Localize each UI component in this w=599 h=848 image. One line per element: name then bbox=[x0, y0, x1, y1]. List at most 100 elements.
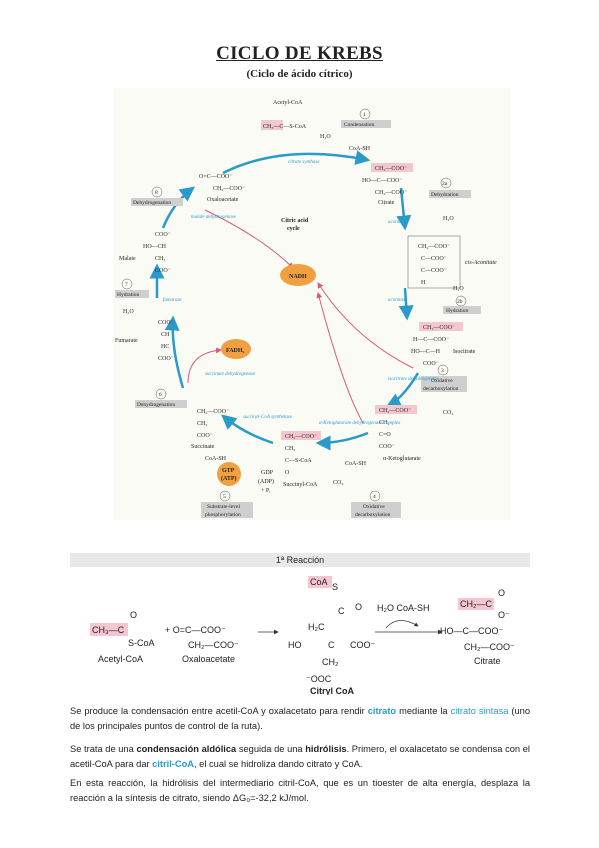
fumarate-label: Fumarate bbox=[115, 338, 138, 344]
center-label-2: cycle bbox=[287, 226, 300, 232]
svg-text:CH₂—COO⁻: CH₂—COO⁻ bbox=[285, 434, 317, 440]
step-2a-number: 2a bbox=[442, 181, 448, 187]
nadh-label: NADH bbox=[289, 274, 307, 280]
adp-label: (ADP) bbox=[258, 478, 274, 485]
svg-text:COO⁻: COO⁻ bbox=[158, 320, 174, 326]
step-4-label2: decarboxylation bbox=[355, 512, 391, 518]
svg-text:O=C—COO⁻: O=C—COO⁻ bbox=[199, 174, 233, 180]
step-1-label: Condensation bbox=[344, 122, 374, 128]
svg-text:CH₂—COO⁻: CH₂—COO⁻ bbox=[379, 408, 411, 414]
arrow-nadh-kg bbox=[316, 292, 364, 424]
svg-text:CH₂—COO⁻: CH₂—COO⁻ bbox=[213, 186, 245, 192]
step-8-label: Dehydrogenation bbox=[133, 200, 171, 206]
arrow-succinate-dh bbox=[164, 315, 185, 389]
term-citrato: citrato bbox=[367, 706, 397, 716]
krebs-cycle-svg: Citric acid cycle NADH FADH₂ GTP (ATP) A… bbox=[115, 100, 497, 518]
svg-text:HC: HC bbox=[161, 344, 169, 350]
step-2b-label: Hydration bbox=[446, 308, 469, 314]
svg-text:COO⁻: COO⁻ bbox=[423, 361, 439, 367]
svg-text:O: O bbox=[498, 588, 505, 598]
arrow-condensation bbox=[222, 150, 371, 175]
svg-text:S-CoA: S-CoA bbox=[128, 638, 155, 648]
step-7-label: Hydration bbox=[117, 292, 140, 298]
svg-text:HO—C—COO⁻: HO—C—COO⁻ bbox=[362, 178, 403, 184]
arrow-nadh-malate bbox=[204, 209, 294, 269]
svg-text:CH₂—COO⁻: CH₂—COO⁻ bbox=[197, 409, 229, 415]
svg-text:CH₂: CH₂ bbox=[322, 657, 339, 667]
co2-1: CO₂ bbox=[443, 410, 453, 416]
svg-text:COO⁻: COO⁻ bbox=[379, 444, 395, 450]
svg-text:C—S-CoA: C—S-CoA bbox=[285, 458, 312, 464]
enzyme-succinate-dh: succinate dehydrogenase bbox=[205, 372, 256, 377]
rx-citrate: Citrate bbox=[474, 656, 501, 666]
reaction-scheme: CH₃—C O S-CoA Acetyl-CoA + O=C—COO⁻ CH₂—… bbox=[70, 570, 530, 700]
cis-aconitate-label: cis-Aconitate bbox=[465, 260, 497, 266]
svg-text:⁻OOC: ⁻OOC bbox=[306, 674, 332, 684]
term-citril-coa: citril-CoA bbox=[152, 759, 195, 769]
acetyl-highlight bbox=[261, 120, 283, 130]
step-5-number: 5 bbox=[223, 494, 226, 500]
ketoglutarate-label: α-Ketoglutarate bbox=[383, 456, 421, 462]
svg-text:CH₂—COO⁻: CH₂—COO⁻ bbox=[464, 642, 515, 652]
svg-text:CH₂—COO⁻: CH₂—COO⁻ bbox=[188, 640, 239, 650]
arrow-hydration bbox=[398, 287, 414, 321]
rx-oxaloacetate: Oxaloacetate bbox=[182, 654, 235, 664]
step-6-label: Dehydrogenation bbox=[137, 402, 175, 408]
svg-text:C—COO⁻: C—COO⁻ bbox=[421, 256, 447, 262]
h2o-1: H₂O bbox=[320, 134, 331, 140]
term-citrato-sintasa: citrato sintasa bbox=[450, 706, 509, 716]
step-3-label: Oxidative bbox=[431, 378, 453, 384]
svg-text:COO⁻: COO⁻ bbox=[350, 640, 376, 650]
step-8-number: 8 bbox=[155, 190, 158, 196]
rx-water-coa: H₂O CoA-SH bbox=[377, 603, 430, 613]
step-3-label2: decarboxylation bbox=[423, 386, 459, 392]
enzyme-succinyl-synthetase: succinyl-CoA synthetase bbox=[243, 415, 293, 420]
svg-text:C=O: C=O bbox=[379, 432, 391, 438]
oxaloacetate-label: Oxaloacetate bbox=[207, 197, 239, 203]
svg-text:HO—CH: HO—CH bbox=[143, 244, 167, 250]
term-condensacion: condensación aldólica bbox=[136, 744, 237, 754]
gtp-oval bbox=[217, 462, 241, 486]
gtp-label: GTP bbox=[222, 468, 235, 474]
svg-text:CH: CH bbox=[161, 332, 170, 338]
svg-text:S: S bbox=[332, 582, 338, 592]
step-2a-label: Dehydration bbox=[431, 192, 459, 198]
step-4-number: 4 bbox=[373, 494, 376, 500]
step-7-number: 7 bbox=[125, 282, 128, 288]
arrow-succinyl-synthetase bbox=[221, 414, 274, 445]
svg-text:CH₂—COO⁻: CH₂—COO⁻ bbox=[423, 325, 455, 331]
enzyme-aconitase-1: aconitase bbox=[388, 220, 408, 225]
svg-text:CH₂: CH₂ bbox=[379, 420, 389, 426]
rx-acetyl-coa: Acetyl-CoA bbox=[98, 654, 143, 664]
succinate-label: Succinate bbox=[191, 444, 215, 450]
enzyme-citrate-synthase: citrate synthase bbox=[288, 160, 320, 165]
svg-text:CH₂—C: CH₂—C bbox=[460, 599, 492, 609]
paragraph-1: Se produce la condensación entre acetil-… bbox=[70, 706, 530, 731]
svg-text:O: O bbox=[130, 610, 137, 620]
succinyl-coa-label: Succinyl-CoA bbox=[283, 482, 318, 488]
enzyme-kg-dh: α-Ketoglutarate dehydrogenase complex bbox=[319, 421, 401, 426]
step-1-number: 1 bbox=[363, 112, 366, 118]
step-6-number: 6 bbox=[159, 392, 162, 398]
arrow-dehydration bbox=[396, 187, 412, 231]
svg-text:COO⁻: COO⁻ bbox=[155, 268, 171, 274]
svg-text:CH₂: CH₂ bbox=[197, 421, 207, 427]
arrow-nadh-isocitrate bbox=[317, 282, 414, 369]
h2o-3: H₂O bbox=[453, 286, 464, 292]
h2o-4: H₂O bbox=[123, 309, 134, 315]
reaction-scheme-svg: CH₃—C O S-CoA Acetyl-CoA + O=C—COO⁻ CH₂—… bbox=[90, 576, 515, 696]
gdp-label: GDP bbox=[261, 470, 274, 476]
rx-citryl-coa: Citryl CoA bbox=[310, 686, 355, 695]
enzyme-fumarase: fumarase bbox=[163, 298, 182, 303]
svg-text:CH₃—C—S-CoA: CH₃—C—S-CoA bbox=[263, 124, 307, 130]
svg-text:H₂C: H₂C bbox=[308, 622, 325, 632]
term-hidrolisis: hidrólisis bbox=[305, 744, 347, 754]
svg-text:COO⁻: COO⁻ bbox=[155, 232, 171, 238]
svg-text:C: C bbox=[328, 640, 335, 650]
step-5-label: Substrate-level bbox=[207, 504, 240, 510]
co2-2: CO₂ bbox=[333, 480, 343, 486]
svg-text:C—COO⁻: C—COO⁻ bbox=[421, 268, 447, 274]
svg-text:+ O=C—COO⁻: + O=C—COO⁻ bbox=[165, 625, 226, 635]
svg-text:CH₂: CH₂ bbox=[285, 446, 295, 452]
arrow-malate-dh bbox=[161, 186, 195, 229]
